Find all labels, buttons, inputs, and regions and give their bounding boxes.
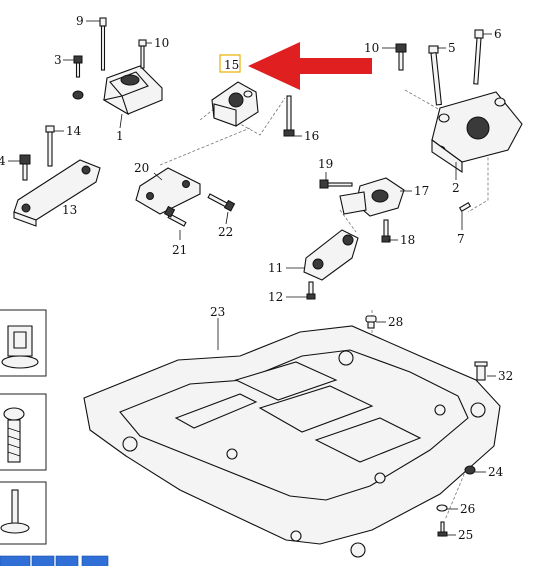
callout-22[interactable]: 22 xyxy=(218,225,233,239)
callout-7[interactable]: 7 xyxy=(457,232,465,246)
bolt-3 xyxy=(72,55,84,100)
thumbnail-stud[interactable] xyxy=(0,481,47,545)
callout-28[interactable]: 28 xyxy=(388,315,403,329)
toolbar-button-4[interactable] xyxy=(81,555,109,566)
callout-21[interactable]: 21 xyxy=(172,243,187,257)
underbody-shield-23 xyxy=(83,325,501,558)
bottom-toolbar xyxy=(0,555,109,566)
callout-3[interactable]: 3 xyxy=(54,53,62,67)
bolt-21 xyxy=(163,205,187,227)
callout-25[interactable]: 25 xyxy=(458,528,473,542)
bolt-10 xyxy=(395,43,407,71)
bolt-5 xyxy=(428,45,443,106)
bracket-20 xyxy=(135,167,201,215)
bolt-19 xyxy=(319,179,353,189)
bolt-7 xyxy=(458,202,472,212)
engine-mount-1 xyxy=(102,65,163,116)
bracket-13 xyxy=(13,159,101,227)
washer-26 xyxy=(436,504,448,512)
toolbar-button-3[interactable] xyxy=(55,555,79,566)
bolt-8 xyxy=(99,17,107,71)
bolt-9 xyxy=(138,39,147,69)
callout-32[interactable]: 32 xyxy=(498,369,513,383)
bolt-16 xyxy=(283,95,295,137)
callout-labels: 9 10 3 1 4 14 13 15 16 10 5 6 2 7 19 17 … xyxy=(0,14,513,542)
toolbar-button-1[interactable] xyxy=(0,555,31,566)
bushing-15 xyxy=(211,81,259,127)
callout-4[interactable]: 4 xyxy=(0,154,6,168)
bolt-14 xyxy=(45,125,55,167)
callout-15[interactable]: 15 xyxy=(224,58,239,72)
callout-15-highlight xyxy=(219,54,241,73)
callout-11[interactable]: 11 xyxy=(268,261,283,275)
thumbnail-screw[interactable] xyxy=(0,393,47,471)
leader-lines xyxy=(8,20,496,536)
bolt-12 xyxy=(306,281,316,300)
callout-23[interactable]: 23 xyxy=(210,305,225,319)
callout-18[interactable]: 18 xyxy=(400,233,415,247)
callout-12[interactable]: 12 xyxy=(268,290,283,304)
bolt-18 xyxy=(381,219,391,243)
engine-mount-2 xyxy=(431,91,523,174)
torque-mount-17 xyxy=(339,177,405,217)
callout-19[interactable]: 19 xyxy=(318,157,333,171)
callout-17[interactable]: 17 xyxy=(414,184,429,198)
bolt-25 xyxy=(437,521,448,537)
callout-20[interactable]: 20 xyxy=(134,161,149,175)
lower-link-11 xyxy=(303,229,359,281)
callout-2[interactable]: 2 xyxy=(452,181,460,195)
callout-14[interactable]: 14 xyxy=(66,124,82,138)
clip-28 xyxy=(365,315,377,329)
bolt-4 xyxy=(19,154,31,181)
thumbnail-push-clip[interactable] xyxy=(0,309,47,377)
callout-9[interactable]: 10 xyxy=(154,36,169,50)
callout-1[interactable]: 1 xyxy=(116,129,124,143)
callout-10[interactable]: 10 xyxy=(364,41,379,55)
callout-5[interactable]: 5 xyxy=(448,41,456,55)
callout-8[interactable]: 9 xyxy=(76,14,84,28)
bolt-6 xyxy=(473,29,484,85)
callout-16[interactable]: 16 xyxy=(304,129,319,143)
toolbar-button-2[interactable] xyxy=(31,555,55,566)
callout-24[interactable]: 24 xyxy=(488,465,504,479)
screw-32 xyxy=(474,361,488,381)
nut-24 xyxy=(464,465,476,475)
callout-13[interactable]: 13 xyxy=(62,203,77,217)
bolt-22 xyxy=(207,193,236,212)
callout-6[interactable]: 6 xyxy=(494,27,502,41)
callout-26[interactable]: 26 xyxy=(460,502,475,516)
red-arrow-icon xyxy=(248,42,372,90)
